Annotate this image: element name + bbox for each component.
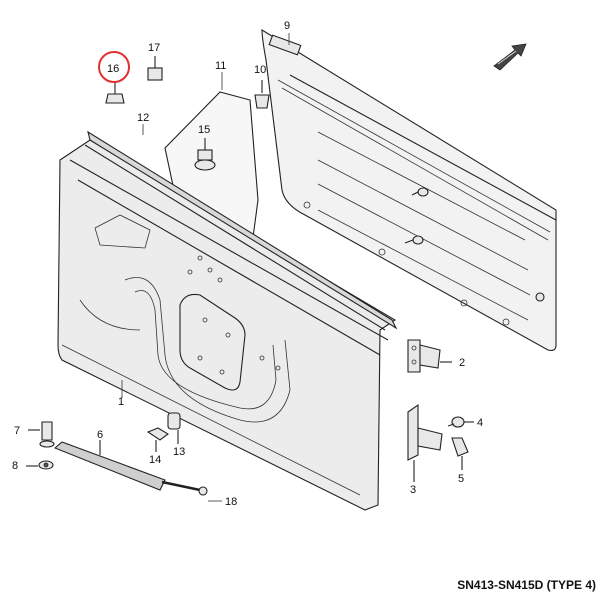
clip-16 [105, 82, 125, 104]
callout-10: 10 [254, 64, 266, 76]
model-code-label: SN413-SN415D (TYPE 4) [457, 578, 596, 592]
clip [254, 80, 270, 109]
bumper-stop [167, 412, 181, 444]
callout-8: 8 [12, 460, 18, 472]
callout-9: 9 [284, 20, 290, 32]
callout-2: 2 [459, 357, 465, 369]
bumper-bolt [146, 427, 169, 452]
gas-strut [53, 440, 208, 496]
weatherstrip [84, 130, 398, 331]
callout-18: 18 [225, 496, 237, 508]
hinge-bolt [447, 416, 474, 428]
callout-5: 5 [458, 473, 464, 485]
callout-13: 13 [173, 446, 185, 458]
callout-6: 6 [97, 429, 103, 441]
caution-label [147, 56, 163, 81]
callout-11: 11 [215, 60, 226, 72]
upper-hinge [407, 339, 452, 373]
callout-15: 15 [198, 124, 210, 136]
strut-washer [26, 460, 54, 470]
callout-12: 12 [137, 112, 149, 124]
front-arrow-icon [493, 43, 527, 71]
bolt [194, 138, 216, 171]
callout-3: 3 [410, 484, 416, 496]
hinge-nut [451, 437, 469, 470]
callout-4: 4 [477, 417, 483, 429]
trim-pin [411, 187, 429, 197]
trim-pin [404, 235, 424, 245]
highlight-circle [98, 51, 130, 83]
inner-trim-panel [261, 29, 557, 351]
callout-14: 14 [149, 454, 161, 466]
callout-16: 16 [107, 63, 119, 75]
lower-hinge [407, 403, 443, 482]
callout-1: 1 [118, 396, 124, 408]
strut-stud [28, 421, 55, 448]
callout-17: 17 [148, 42, 160, 54]
trim-pin [535, 292, 545, 302]
callout-7: 7 [14, 425, 20, 437]
